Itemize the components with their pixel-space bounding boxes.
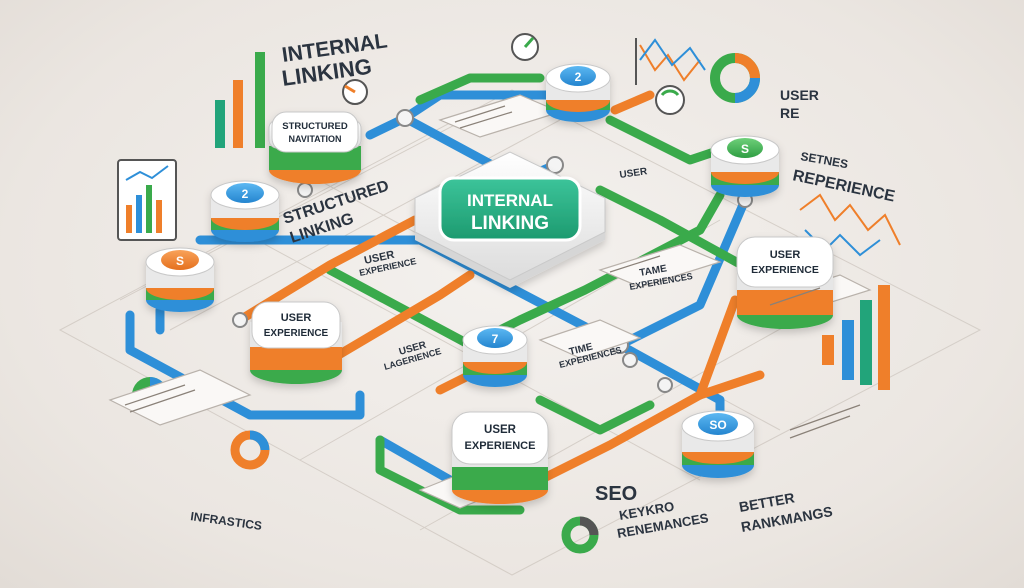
node-left-letter: S (176, 254, 184, 268)
node-right-top-letter: S (741, 142, 749, 156)
node-bottom-mid-number: 7 (492, 332, 499, 346)
node-left-mid (210, 180, 280, 242)
node-top-number: 2 (575, 70, 582, 84)
bar-chart-top-left (215, 52, 265, 148)
gauge-top (342, 33, 685, 115)
infrastics-label: INFRASTICS (190, 509, 263, 533)
node-right-top (710, 135, 780, 197)
user-re-line1: USER (780, 87, 819, 103)
line-chart-top (635, 38, 706, 85)
monitor-chart-left (117, 159, 177, 241)
node-bottom-right (681, 410, 755, 478)
badge-user-experience-right (736, 236, 834, 329)
node-left-mid-number: 2 (242, 187, 249, 201)
badge-right-line2: EXPERIENCE (751, 264, 819, 276)
node-left (145, 247, 215, 312)
badge-user-experience-left (250, 301, 342, 384)
reperience-line2: REPERIENCE (791, 167, 897, 205)
bar-chart-right (822, 285, 890, 390)
scribble-marks (124, 105, 861, 439)
corner-title: INTERNAL LINKING (280, 29, 389, 91)
badge-bottom-line2: EXPERIENCE (465, 440, 536, 452)
reperience-line1: SETNES (799, 149, 849, 171)
badge-structured-line1: STRUCTURED (282, 121, 348, 132)
donut-bottom-left (230, 430, 270, 470)
node-bottom-right-letter: SO (709, 418, 726, 432)
badge-user-experience-bottom (451, 411, 549, 504)
seo-label: SEO (595, 483, 637, 505)
time-exp-line1: TAME (639, 263, 668, 279)
badge-left-line1: USER (281, 312, 312, 324)
node-bottom-mid (462, 325, 528, 387)
badge-bottom-line1: USER (484, 424, 517, 436)
badge-structured-line2: NAVITATION (289, 134, 342, 144)
node-top (545, 63, 611, 122)
center-title-line1: INTERNAL (467, 191, 553, 210)
pie-chart-top-right (710, 53, 760, 103)
donut-bottom (561, 516, 599, 554)
badge-right-line1: USER (770, 249, 801, 261)
user-re-line2: RE (780, 105, 799, 121)
center-platform (414, 151, 606, 288)
center-title-line2: LINKING (471, 213, 549, 234)
badge-left-line2: EXPERIENCE (264, 328, 329, 339)
user-sign: USER (619, 166, 649, 181)
badge-structured-navigation (268, 111, 362, 184)
